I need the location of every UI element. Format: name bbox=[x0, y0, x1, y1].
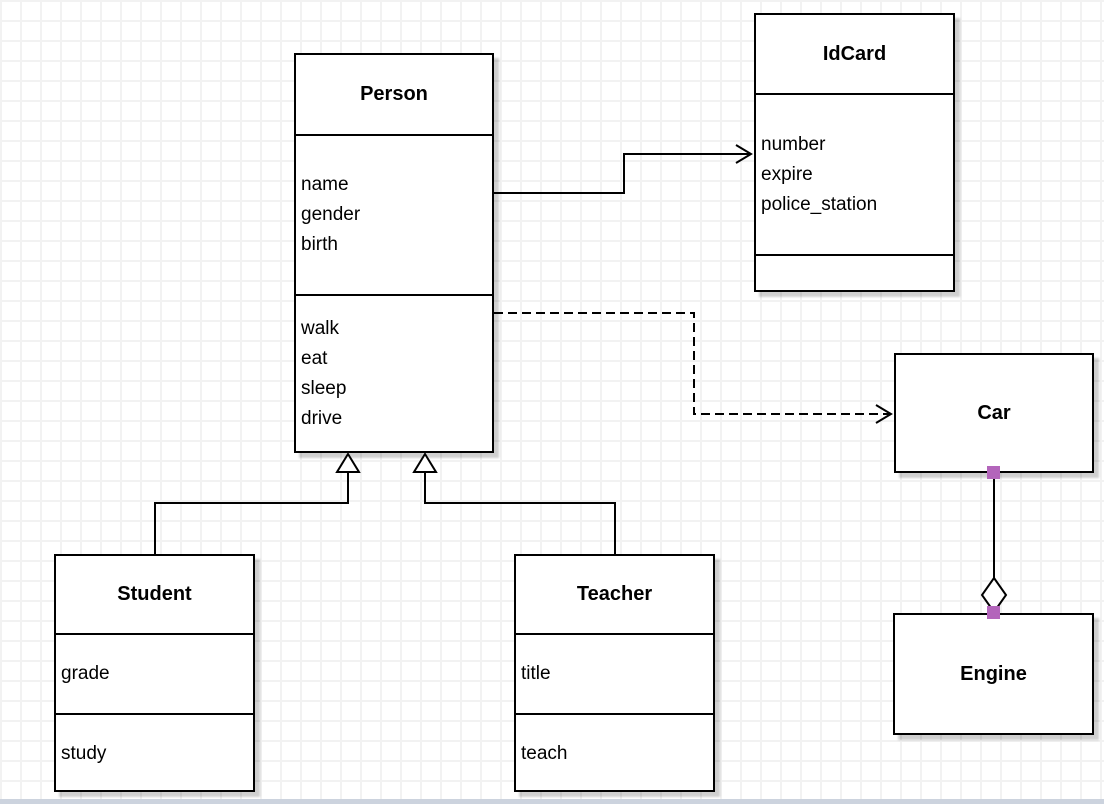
hollow-diamond-icon bbox=[980, 576, 1008, 614]
class-methods-person: walk eat sleep drive bbox=[296, 294, 492, 451]
class-title-person: Person bbox=[360, 83, 428, 105]
class-title-student: Student bbox=[117, 583, 192, 605]
class-box-person[interactable]: Person name gender birth walk eat sleep … bbox=[294, 53, 494, 453]
class-box-engine[interactable]: Engine bbox=[893, 613, 1094, 735]
attribute: name bbox=[301, 174, 349, 195]
class-title-teacher: Teacher bbox=[576, 583, 653, 605]
method: teach bbox=[521, 742, 568, 764]
method: sleep bbox=[301, 377, 347, 399]
class-attributes-idcard: number expire police_station bbox=[756, 93, 953, 254]
class-box-idcard[interactable]: IdCard number expire police_station bbox=[754, 13, 955, 292]
attribute: grade bbox=[61, 663, 110, 684]
attribute: police_station bbox=[761, 193, 878, 215]
class-methods-student: study bbox=[56, 713, 253, 792]
aggregation-car-engine[interactable] bbox=[980, 466, 1008, 619]
open-arrowhead-icon bbox=[875, 404, 893, 424]
attribute: number bbox=[761, 133, 826, 155]
hollow-triangle-arrowhead-icon bbox=[412, 452, 438, 473]
class-title-idcard: IdCard bbox=[822, 42, 887, 65]
open-arrowhead-icon bbox=[735, 144, 753, 164]
attribute: birth bbox=[301, 234, 338, 255]
hollow-triangle-arrowhead-icon bbox=[335, 452, 361, 473]
class-attributes-student: grade bbox=[56, 633, 253, 713]
generalization-teacher-person[interactable] bbox=[412, 452, 616, 554]
method: study bbox=[61, 742, 107, 764]
method: eat bbox=[301, 347, 328, 369]
attribute: expire bbox=[761, 163, 813, 185]
class-methods-teacher: teach bbox=[516, 713, 713, 792]
class-attributes-person: name gender birth bbox=[296, 134, 492, 294]
class-box-teacher[interactable]: Teacher title teach bbox=[514, 554, 715, 792]
canvas-edge-strip bbox=[0, 799, 1104, 804]
attribute: title bbox=[521, 663, 551, 684]
class-attributes-teacher: title bbox=[516, 633, 713, 713]
class-title-car: Car bbox=[977, 401, 1011, 424]
method: walk bbox=[301, 317, 340, 339]
method: drive bbox=[301, 407, 343, 429]
attribute: gender bbox=[301, 204, 361, 225]
class-box-student[interactable]: Student grade study bbox=[54, 554, 255, 792]
dependency-person-car[interactable] bbox=[494, 312, 893, 424]
generalization-student-person[interactable] bbox=[154, 452, 361, 554]
class-methods-idcard bbox=[756, 254, 953, 290]
class-title-engine: Engine bbox=[960, 662, 1027, 685]
class-box-car[interactable]: Car bbox=[894, 353, 1094, 473]
association-person-idcard[interactable] bbox=[494, 144, 753, 194]
